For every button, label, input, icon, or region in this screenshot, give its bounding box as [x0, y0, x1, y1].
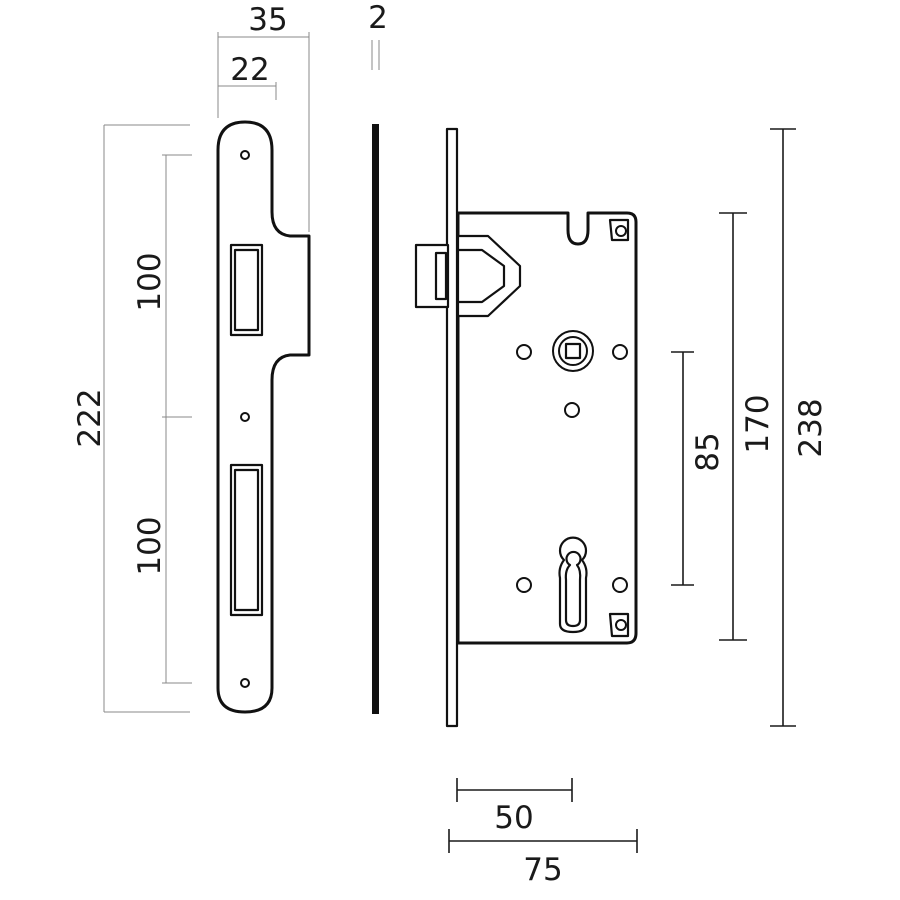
- faceplate-side-view: [371, 40, 380, 714]
- dim-plate-thickness: 2: [368, 0, 388, 36]
- lock-faceplate: [445, 127, 459, 728]
- screw-hole-icon: [240, 150, 250, 160]
- lock-case: [456, 211, 638, 645]
- dim-strike-width: 35: [248, 2, 287, 38]
- dim-lower-spacing: 100: [132, 516, 168, 575]
- strike-plate: [216, 120, 311, 714]
- screw-hole-icon: [564, 402, 580, 418]
- screw-hole-icon: [615, 619, 627, 631]
- dim-latch-offset: 22: [230, 52, 269, 88]
- screw-hole-icon: [612, 577, 628, 593]
- screw-hole-icon: [516, 344, 532, 360]
- screw-hole-icon: [240, 412, 250, 422]
- screw-hole-icon: [240, 678, 250, 688]
- screw-hole-icon: [615, 225, 627, 237]
- screw-hole-icon: [612, 344, 628, 360]
- lock-dimensions: [448, 128, 796, 853]
- screw-hole-icon: [516, 577, 532, 593]
- dim-backset: 50: [494, 800, 533, 836]
- dim-upper-spacing: 100: [132, 252, 168, 311]
- dim-handle-to-cylinder: 85: [690, 432, 726, 471]
- dim-faceplate-length: 238: [793, 398, 829, 457]
- dim-case-height: 170: [740, 394, 776, 453]
- lock-body: [414, 127, 638, 728]
- dim-case-depth: 75: [523, 852, 562, 888]
- dim-strike-length: 222: [72, 388, 108, 447]
- square-spindle-icon: [564, 342, 582, 360]
- strike-dimensions: [103, 32, 310, 713]
